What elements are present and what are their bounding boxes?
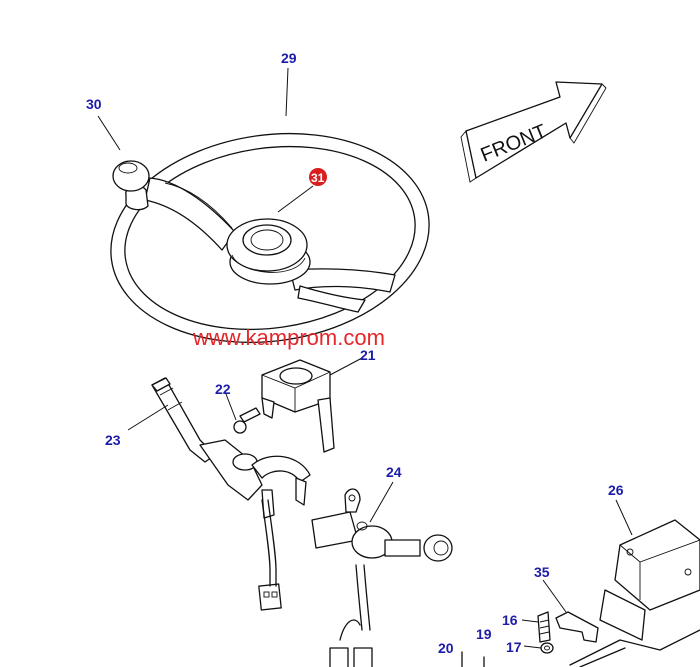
mounting-bracket [569, 519, 700, 667]
callout-29: 29 [281, 50, 297, 66]
callout-labels: 29 30 31 21 22 23 24 26 35 16 17 19 20 [86, 50, 624, 656]
watermark: www.kamprom.com [192, 325, 385, 350]
clip [555, 611, 599, 643]
callout-17: 17 [506, 639, 522, 655]
screw [233, 407, 261, 434]
callout-30: 30 [86, 96, 102, 112]
callout-24: 24 [386, 464, 402, 480]
combination-switch [151, 377, 311, 611]
callout-35: 35 [534, 564, 550, 580]
front-direction-arrow: FRONT [460, 81, 607, 183]
nut [540, 642, 554, 654]
callout-16: 16 [502, 612, 518, 628]
leader-lines [97, 67, 633, 649]
lower-parts-stub [461, 651, 485, 667]
spinner-knob [112, 160, 150, 211]
steering-wheel [110, 132, 430, 344]
highlight-badge [309, 168, 327, 186]
callout-23: 23 [105, 432, 121, 448]
light-switch [311, 488, 453, 667]
column-bracket [261, 359, 335, 453]
callout-20: 20 [438, 640, 454, 656]
callout-26: 26 [608, 482, 624, 498]
callout-21: 21 [360, 347, 376, 363]
callout-31: 31 [311, 171, 325, 185]
callout-22: 22 [215, 381, 231, 397]
bolt [537, 611, 551, 643]
callout-19: 19 [476, 626, 492, 642]
